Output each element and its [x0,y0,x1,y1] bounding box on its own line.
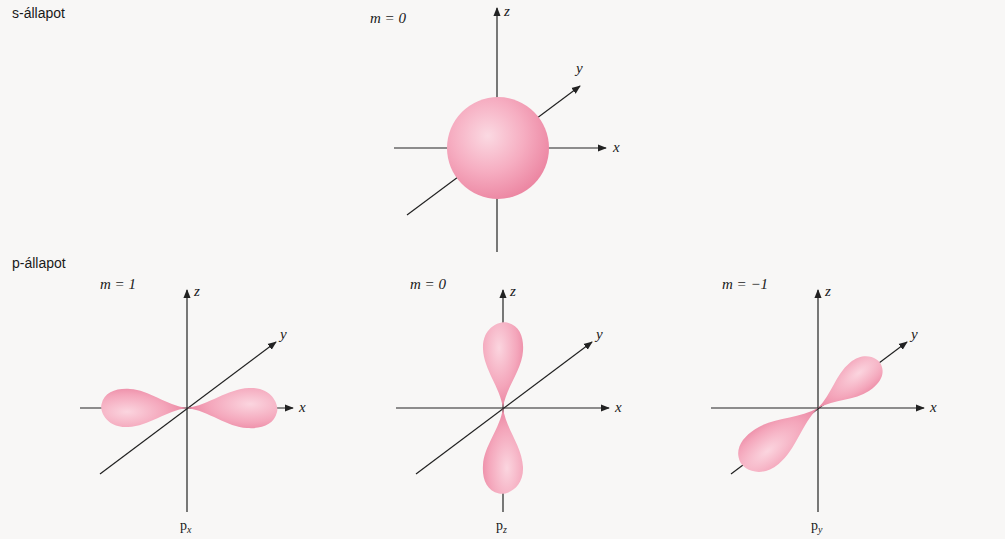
axis-label: y [596,326,603,343]
axis-label: x [299,399,306,416]
quantum-number: m = 0 [410,276,446,293]
orbital-name: pz [496,518,507,535]
px-lobes [101,388,277,428]
pz-axes [396,290,609,512]
axis-label: y [576,60,583,77]
axis-label: y [280,326,287,343]
axis-label: x [615,399,622,416]
orbital-name: py [811,518,822,535]
axis-label: z [194,283,200,300]
state-heading: s-állapot [12,6,65,21]
orbital-name: px [180,518,191,535]
axis-label: z [825,283,831,300]
pz-lobes [483,322,523,494]
py-axes [711,290,924,512]
state-heading: p-állapot [12,256,66,271]
s-orbital-axes [394,8,606,252]
axis-label: y [911,326,918,343]
s-orbital-sphere [447,97,549,199]
axis-label: x [613,139,620,156]
py-lobes [729,348,889,482]
axis-label: x [930,399,937,416]
axis-label: z [510,283,516,300]
quantum-number: m = 1 [100,276,136,293]
axis-label: z [504,3,510,20]
quantum-number: m = 0 [370,10,406,27]
quantum-number: m = −1 [722,276,768,293]
px-axes [80,290,293,512]
